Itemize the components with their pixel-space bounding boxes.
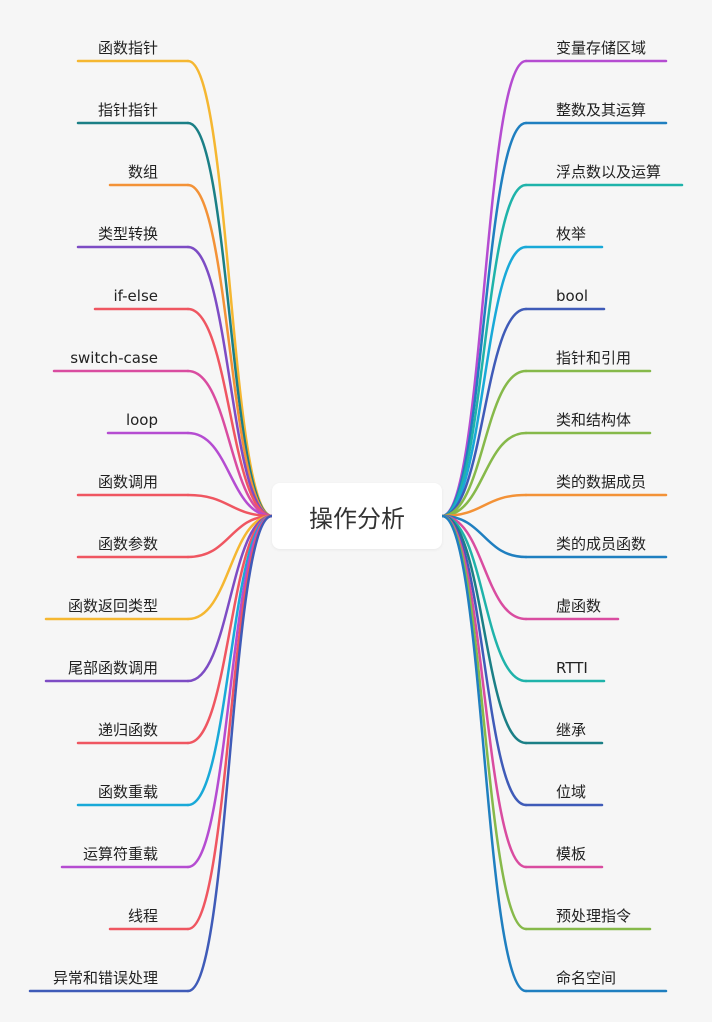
right-branch-connector <box>440 514 528 745</box>
right-branch-label[interactable]: 类的成员函数 <box>556 535 647 553</box>
left-branch-connector <box>186 514 274 621</box>
right-branch-connector <box>440 514 528 993</box>
right-branch-label[interactable]: 整数及其运算 <box>556 101 647 119</box>
left-branch-connector <box>186 183 274 518</box>
right-branch-label[interactable]: bool <box>556 287 589 305</box>
left-branch-connector <box>186 514 274 683</box>
left-branch-connector <box>186 121 274 518</box>
left-branch-label[interactable]: 尾部函数调用 <box>67 659 158 677</box>
left-branch-connector <box>186 514 274 745</box>
left-branch-label[interactable]: 指针指针 <box>97 101 158 119</box>
left-branch-label[interactable]: 函数调用 <box>97 473 158 491</box>
right-branch-label[interactable]: 类和结构体 <box>556 411 632 429</box>
right-branch-label[interactable]: 位域 <box>556 783 587 801</box>
right-branch-connector <box>440 245 528 518</box>
right-branch-label[interactable]: 指针和引用 <box>556 349 632 367</box>
right-branch-connector <box>440 183 528 518</box>
left-branch-label[interactable]: 运算符重载 <box>82 845 158 863</box>
right-branch-label[interactable]: 类的数据成员 <box>556 473 647 491</box>
left-branch-connector <box>186 245 274 518</box>
right-branch-connector <box>440 493 528 518</box>
left-branch-connector <box>186 514 274 993</box>
right-branch-label[interactable]: 预处理指令 <box>556 907 632 925</box>
right-branch-label[interactable]: 继承 <box>556 721 587 739</box>
left-branch-label[interactable]: 数组 <box>127 163 158 181</box>
root-node[interactable]: 操作分析 <box>272 483 442 549</box>
right-branch-label[interactable]: 枚举 <box>556 225 587 243</box>
left-branch-label[interactable]: switch-case <box>70 349 158 367</box>
right-branch-connector <box>440 369 528 518</box>
left-branch-connector <box>186 514 274 559</box>
left-branch-label[interactable]: 函数指针 <box>97 39 158 57</box>
right-branch-connector <box>440 514 528 621</box>
left-branch-label[interactable]: 函数返回类型 <box>67 597 158 615</box>
left-branch-label[interactable]: if-else <box>113 287 158 305</box>
left-branch-connector <box>186 369 274 518</box>
left-branch-connector <box>186 431 274 518</box>
left-branch-label[interactable]: 函数参数 <box>97 535 158 553</box>
left-branch-label[interactable]: 递归函数 <box>97 721 158 739</box>
left-branch-connector <box>186 514 274 931</box>
left-branch-label[interactable]: loop <box>125 411 158 429</box>
right-branch-connector <box>440 307 528 518</box>
right-branch-label[interactable]: RTTI <box>556 659 588 677</box>
right-branch-label[interactable]: 浮点数以及运算 <box>556 163 662 181</box>
right-branch-label[interactable]: 虚函数 <box>556 597 602 615</box>
right-branch-label[interactable]: 模板 <box>556 845 587 863</box>
right-branch-connector <box>440 121 528 518</box>
left-branch-connector <box>186 493 274 518</box>
right-branch-connector <box>440 514 528 931</box>
right-branch-label[interactable]: 命名空间 <box>556 969 617 987</box>
right-branch-label[interactable]: 变量存储区域 <box>556 39 647 57</box>
left-branch-label[interactable]: 线程 <box>127 907 158 925</box>
left-branch-connector <box>186 307 274 518</box>
left-branch-label[interactable]: 异常和错误处理 <box>52 969 158 987</box>
right-branch-connector <box>440 514 528 559</box>
left-branch-label[interactable]: 函数重载 <box>97 783 158 801</box>
left-branch-label[interactable]: 类型转换 <box>97 225 158 243</box>
right-branch-connector <box>440 514 528 683</box>
right-branch-connector <box>440 431 528 518</box>
